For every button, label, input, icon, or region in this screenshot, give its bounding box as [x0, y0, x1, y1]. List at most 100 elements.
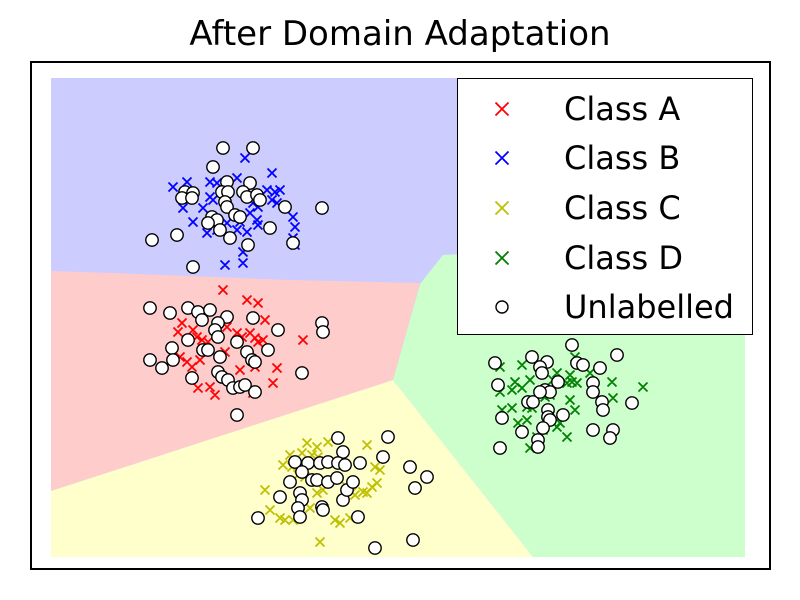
- unlabelled-point: [551, 375, 565, 389]
- unlabelled-point: [488, 356, 502, 370]
- unlabelled-point: [331, 431, 345, 445]
- legend-label: Class C: [564, 188, 681, 227]
- unlabelled-point: [181, 333, 195, 347]
- legend-entry-class-c: Class C: [458, 183, 752, 233]
- legend-entry-unlabelled: Unlabelled: [458, 282, 752, 332]
- legend-entry-class-a: Class A: [458, 84, 752, 134]
- unlabelled-point: [213, 223, 227, 237]
- unlabelled-point: [155, 361, 169, 375]
- unlabelled-point: [271, 323, 285, 337]
- unlabelled-point: [220, 200, 234, 214]
- unlabelled-point: [535, 366, 549, 380]
- unlabelled-point: [316, 503, 330, 517]
- unlabelled-point: [593, 361, 607, 375]
- unlabelled-point: [165, 341, 179, 355]
- unlabelled-point: [596, 403, 610, 417]
- unlabelled-point: [565, 338, 579, 352]
- unlabelled-point: [263, 221, 277, 235]
- unlabelled-point: [185, 191, 199, 205]
- unlabelled-point: [408, 481, 422, 495]
- legend-x-icon: [494, 200, 510, 216]
- unlabelled-point: [186, 260, 200, 274]
- unlabelled-point: [273, 490, 287, 504]
- unlabelled-point: [536, 421, 550, 435]
- unlabelled-point: [143, 353, 157, 367]
- legend-x-icon: [494, 101, 510, 116]
- unlabelled-point: [213, 350, 227, 364]
- legend-label: Unlabelled: [564, 288, 734, 327]
- unlabelled-point: [353, 456, 367, 470]
- legend-marker-slot: [492, 99, 512, 119]
- unlabelled-point: [206, 160, 220, 174]
- legend-circle-icon: [495, 300, 509, 314]
- unlabelled-point: [525, 350, 539, 364]
- unlabelled-point: [170, 228, 184, 242]
- legend-x-icon: [494, 250, 510, 265]
- unlabelled-point: [515, 425, 529, 439]
- unlabelled-point: [253, 193, 267, 207]
- unlabelled-point: [315, 201, 329, 215]
- unlabelled-point: [295, 465, 309, 479]
- legend-entry-class-d: Class D: [458, 233, 752, 283]
- unlabelled-point: [556, 408, 570, 422]
- unlabelled-point: [278, 200, 292, 214]
- legend-marker-slot: [492, 297, 512, 317]
- unlabelled-point: [286, 236, 300, 250]
- unlabelled-point: [238, 378, 252, 392]
- unlabelled-point: [246, 311, 260, 325]
- unlabelled-point: [381, 430, 395, 444]
- unlabelled-point: [203, 303, 217, 317]
- unlabelled-point: [531, 440, 545, 454]
- unlabelled-point: [283, 475, 297, 489]
- legend-label: Class D: [564, 238, 683, 277]
- unlabelled-point: [316, 325, 330, 339]
- unlabelled-point: [145, 233, 159, 247]
- unlabelled-point: [261, 343, 275, 357]
- unlabelled-point: [491, 378, 505, 392]
- legend-marker-slot: [492, 148, 512, 168]
- unlabelled-point: [143, 301, 157, 315]
- unlabelled-point: [586, 423, 600, 437]
- legend-marker-slot: [492, 248, 512, 268]
- unlabelled-point: [251, 511, 265, 525]
- unlabelled-point: [243, 176, 257, 190]
- legend-marker-slot: [492, 198, 512, 218]
- unlabelled-point: [195, 313, 209, 327]
- unlabelled-point: [216, 141, 230, 155]
- unlabelled-point: [610, 348, 624, 362]
- unlabelled-point: [295, 366, 309, 380]
- unlabelled-point: [420, 470, 434, 484]
- unlabelled-point: [336, 445, 350, 459]
- unlabelled-point: [346, 475, 360, 489]
- unlabelled-point: [330, 471, 344, 485]
- unlabelled-point: [526, 395, 540, 409]
- unlabelled-point: [406, 533, 420, 547]
- legend-label: Class B: [564, 139, 681, 178]
- unlabelled-point: [241, 238, 255, 252]
- unlabelled-point: [310, 473, 324, 487]
- unlabelled-point: [351, 510, 365, 524]
- legend-entry-class-b: Class B: [458, 134, 752, 184]
- unlabelled-point: [163, 306, 177, 320]
- unlabelled-point: [230, 408, 244, 422]
- unlabelled-point: [576, 358, 590, 372]
- unlabelled-point: [625, 396, 639, 410]
- unlabelled-point: [246, 141, 260, 155]
- unlabelled-point: [603, 431, 617, 445]
- unlabelled-point: [376, 450, 390, 464]
- unlabelled-point: [166, 353, 180, 367]
- unlabelled-point: [201, 216, 215, 230]
- unlabelled-point: [495, 411, 509, 425]
- unlabelled-point: [185, 371, 199, 385]
- unlabelled-point: [368, 541, 382, 555]
- legend: Class A Class B Class C Class D Unlabell…: [457, 78, 753, 335]
- unlabelled-point: [201, 343, 215, 357]
- unlabelled-point: [248, 355, 262, 369]
- legend-x-icon: [494, 151, 510, 166]
- series-unlabelled: [143, 141, 639, 555]
- unlabelled-point: [233, 210, 247, 224]
- unlabelled-point: [403, 460, 417, 474]
- unlabelled-point: [230, 335, 244, 349]
- unlabelled-point: [338, 458, 352, 472]
